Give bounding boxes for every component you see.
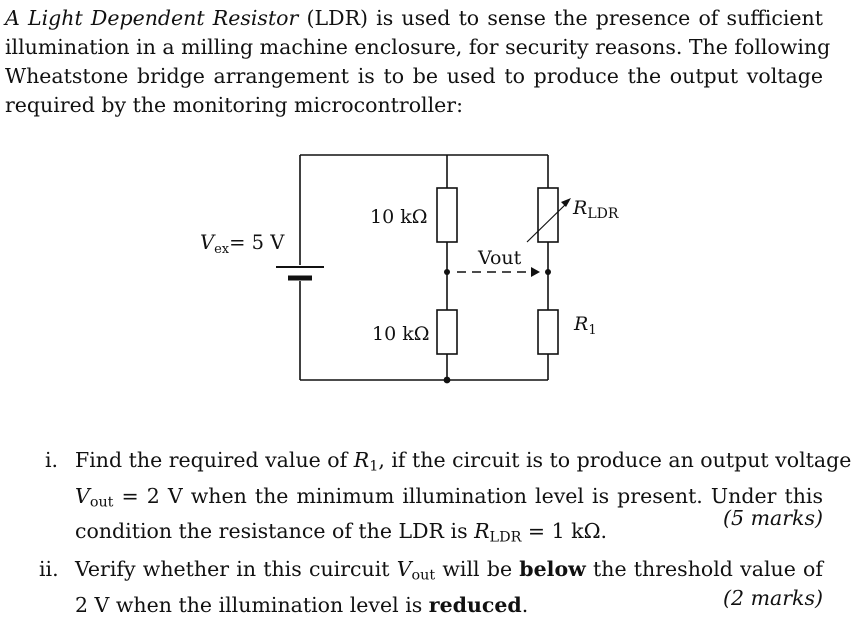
resistor-top-left bbox=[436, 187, 458, 243]
vout-label: Vout bbox=[477, 247, 522, 269]
intro-line-3: Wheatstone bridge arrangement is to be u… bbox=[5, 64, 823, 88]
question-1-line-1: Find the required value of R1, if the ci… bbox=[75, 448, 852, 475]
question-1-number: i. bbox=[45, 448, 59, 472]
vout-arrow-head bbox=[531, 267, 540, 277]
ldr-arrow-head bbox=[561, 198, 571, 207]
question-2-number: ii. bbox=[39, 557, 59, 581]
question-1-body: Find the required value of R1, if the ci… bbox=[75, 446, 852, 553]
question-2-line-2: 2 V when the illumination level is reduc… bbox=[75, 592, 529, 617]
intro-line-1-rest: (LDR) is used to sense the presence of s… bbox=[306, 6, 823, 30]
node-left-output bbox=[444, 269, 450, 275]
wheatstone-bridge-diagram: Vex= 5 V 10 kΩ 10 kΩ Vout RLDR R1 bbox=[200, 154, 619, 384]
resistor-r1 bbox=[537, 309, 559, 355]
question-2-marks: (2 marks) bbox=[723, 586, 823, 610]
question-1-marks: (5 marks) bbox=[723, 506, 823, 530]
r1-label: R1 bbox=[573, 313, 597, 338]
node-right-output bbox=[545, 269, 551, 275]
resistor-ldr bbox=[537, 187, 559, 243]
question-2: ii. Verify whether in this cuircuit Vout… bbox=[39, 555, 823, 617]
source-label: Vex= 5 V bbox=[200, 231, 285, 257]
question-2-body: Verify whether in this cuircuit Vout wil… bbox=[75, 555, 823, 620]
resistor-bottom-left bbox=[436, 309, 458, 355]
question-1-line-3: condition the resistance of the LDR is R… bbox=[75, 519, 608, 546]
resistor-top-left-label: 10 kΩ bbox=[370, 206, 427, 228]
question-2-line-1: Verify whether in this cuircuit Vout wil… bbox=[75, 557, 823, 584]
intro-paragraph: A Light Dependent Resistor (LDR) is used… bbox=[5, 4, 831, 120]
intro-line-1: A Light Dependent Resistor (LDR) is used… bbox=[5, 4, 823, 33]
question-1-line-2: Vout = 2 V when the minimum illumination… bbox=[75, 483, 823, 511]
resistor-bottom-left-label: 10 kΩ bbox=[372, 323, 429, 345]
node-mid-bottom bbox=[443, 376, 451, 384]
intro-line-4: required by the monitoring microcontroll… bbox=[5, 93, 463, 117]
ldr-label: RLDR bbox=[572, 197, 619, 222]
question-1: i. Find the required value of R1, if the… bbox=[45, 446, 851, 546]
intro-line-2: illumination in a milling machine enclos… bbox=[5, 35, 831, 59]
ldr-arrow-line bbox=[526, 201, 569, 243]
intro-emphasis: A Light Dependent Resistor bbox=[5, 6, 299, 30]
